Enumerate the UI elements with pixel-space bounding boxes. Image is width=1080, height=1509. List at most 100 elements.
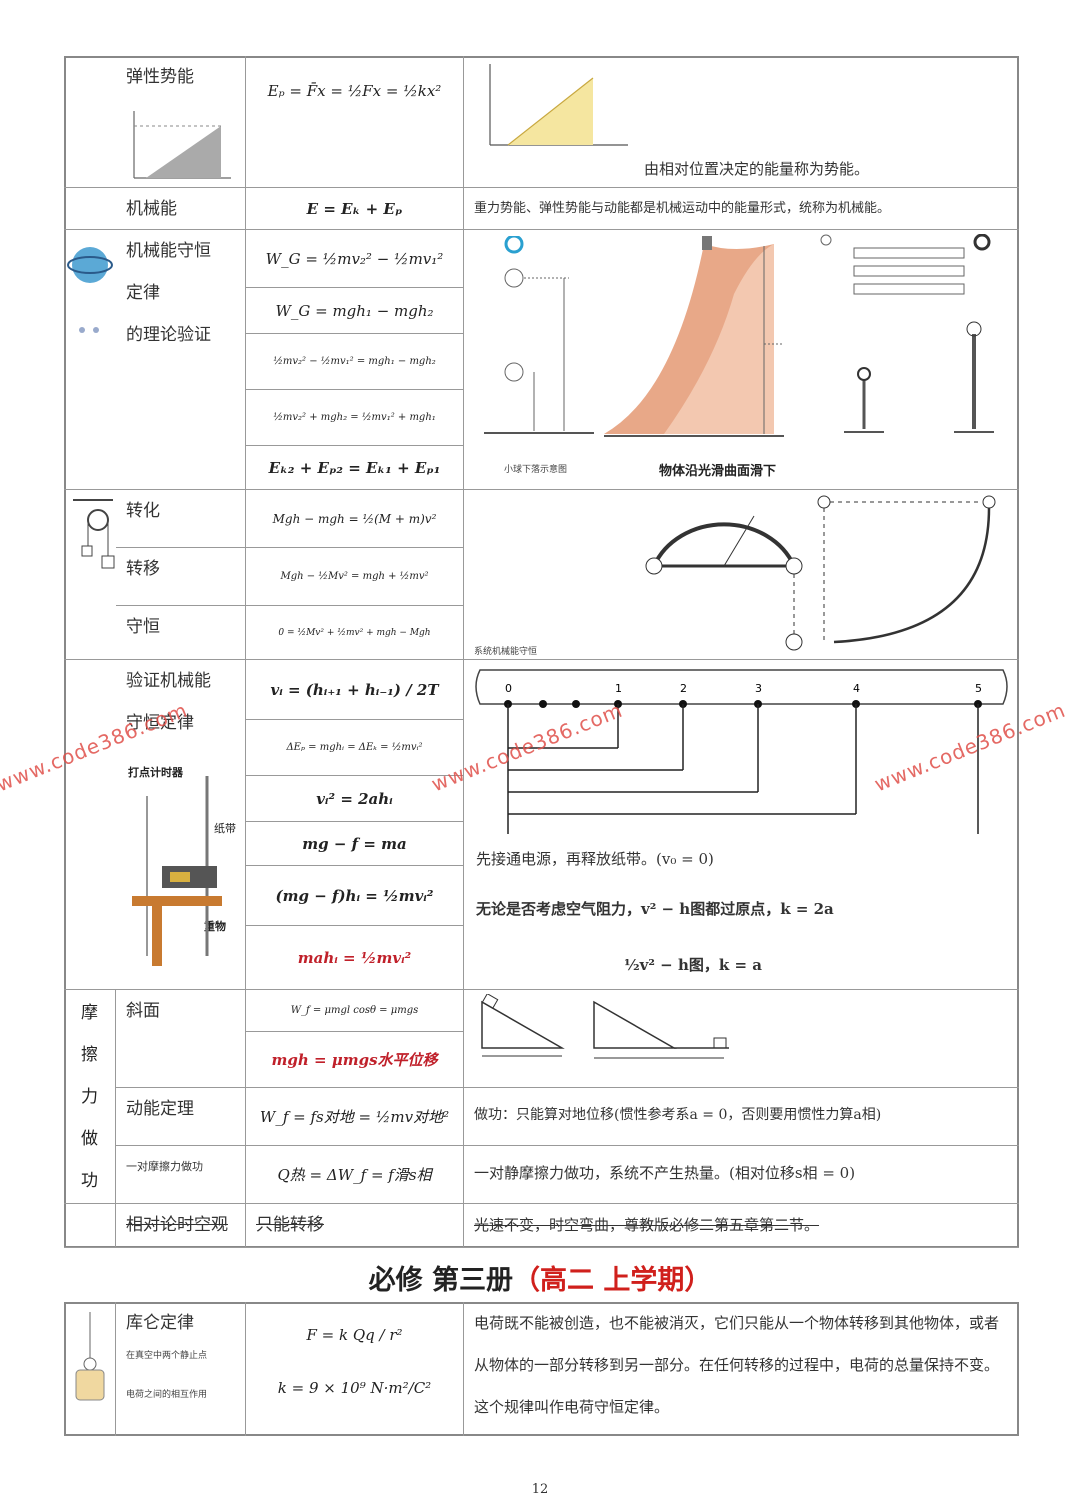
pendulum-figure — [820, 234, 994, 433]
coulomb-formula-1: F = k Qq / r² — [306, 1326, 403, 1344]
conservation-formula-cell: ½mv₂² − ½mv₁² = mgh₁ − mgh₂ — [246, 334, 464, 390]
kinetic-label-cell: 动能定理 — [116, 1088, 246, 1146]
coulomb-formula-2: k = 9 × 10⁹ N·m²/C² — [277, 1379, 432, 1397]
curved-slide-figure — [604, 236, 784, 437]
system-label-cell: 转移 — [116, 548, 246, 606]
globe-icon — [67, 247, 113, 333]
elastic-graph-icon — [133, 111, 231, 179]
system-label-2: 转移 — [126, 559, 160, 579]
relativity-formula: 只能转移 — [256, 1215, 324, 1235]
conservation-formula-3: ½mv₂² − ½mv₁² = mgh₁ − mgh₂ — [273, 356, 436, 367]
elastic-label: 弹性势能 — [126, 67, 194, 87]
incline-formula-cell: W_f = μmgl cosθ = μmgs — [246, 990, 464, 1032]
system-formula-cell: Mgh − mgh = ½(M + m)v² — [246, 490, 464, 548]
mech-desc-cell: 重力势能、弹性势能与动能都是机械运动中的能量形式，统称为机械能。 — [464, 188, 1019, 230]
mech-desc: 重力势能、弹性势能与动能都是机械运动中的能量形式，统称为机械能。 — [474, 201, 891, 216]
conservation-formula-cell: Eₖ₂ + Eₚ₂ = Eₖ₁ + Eₚ₁ — [246, 446, 464, 490]
verify-formula-cell: mg − f = ma — [246, 822, 464, 866]
friction-side-char: 做 — [81, 1129, 98, 1149]
verify-formula-1: vᵢ = (hᵢ₊₁ + hᵢ₋₁) / 2T — [270, 680, 439, 699]
system-label-cell: 守恒 — [116, 606, 246, 660]
tape-tick-label: 1 — [615, 682, 622, 695]
conservation-formula-5: Eₖ₂ + Eₚ₂ = Eₖ₁ + Eₚ₁ — [268, 458, 441, 477]
verify-formula-cell: ΔEₚ = mghᵢ = ΔEₖ = ½mvᵢ² — [246, 720, 464, 776]
verify-note-3: ½v² − h图，k = a — [624, 956, 762, 974]
tape-dot — [572, 700, 580, 708]
verify-note-1: 先接通电源，再释放纸带。(v₀ = 0) — [476, 850, 714, 868]
elastic-formula: Eₚ = F̄x = ½Fx = ½kx² — [267, 82, 442, 100]
system-caption: 系统机械能守恒 — [474, 647, 538, 657]
friction-side-label: 摩擦力做功 — [64, 990, 115, 1202]
icon-cell — [64, 1204, 116, 1248]
falling-ball-figure — [484, 236, 594, 434]
elastic-area-graph — [489, 64, 628, 146]
coulomb-label: 库仑定律 — [126, 1313, 194, 1333]
verify-label-cell: 验证机械能 守恒定律 打点计时器 纸带 重物 — [116, 660, 246, 990]
weight-label: 重物 — [204, 920, 226, 933]
pulley-icon — [73, 499, 115, 569]
elastic-label-cell: 弹性势能 — [116, 56, 246, 188]
system-formula-cell: Mgh − ½Mv² = mgh + ½mv² — [246, 548, 464, 606]
coulomb-table-frame — [64, 1302, 1019, 1436]
pair-desc-cell: 一对静摩擦力做功，系统不产生热量。(相对位移s相 = 0) — [464, 1146, 1019, 1204]
verify-label-2: 守恒定律 — [126, 713, 194, 733]
mech-formula-cell: E = Eₖ + Eₚ — [246, 188, 464, 230]
verify-formula-2: ΔEₚ = mghᵢ = ΔEₖ = ½mvᵢ² — [286, 742, 423, 753]
quarter-arc-figure — [817, 495, 996, 644]
tape-tick-label: 3 — [755, 682, 762, 695]
pair-formula: Q热 = ΔW_f = f滑s相 — [277, 1166, 432, 1184]
mech-label: 机械能 — [126, 199, 177, 219]
pair-label: 一对摩擦力做功 — [126, 1160, 203, 1173]
pair-label-cell: 一对摩擦力做功 — [116, 1146, 246, 1204]
tape-tick-label: 5 — [975, 682, 982, 695]
incline-figure-cell — [464, 990, 1019, 1088]
relativity-formula-cell: 只能转移 — [246, 1204, 464, 1248]
page-number: 12 — [531, 1482, 549, 1497]
friction-side-char: 擦 — [81, 1045, 98, 1065]
pair-formula-cell: Q热 = ΔW_f = f滑s相 — [246, 1146, 464, 1204]
relativity-desc-cell: 光速不变，时空弯曲，尊教版必修二第五章第二节。 — [464, 1204, 1019, 1248]
verify-formula-cell: (mg − f)hᵢ = ½mvᵢ² — [246, 866, 464, 926]
elastic-desc: 由相对位置决定的能量称为势能。 — [644, 160, 870, 178]
relativity-label-cell: 相对论时空观 — [116, 1204, 246, 1248]
conservation-formula-cell: W_G = ½mv₂² − ½mv₁² — [246, 230, 464, 288]
section-title: 必修 第三册（高二 上学期） — [0, 1258, 1080, 1297]
verify-formula-3: vᵢ² = 2ahᵢ — [316, 789, 393, 808]
slide-caption: 物体沿光滑曲面滑下 — [659, 464, 777, 479]
section-title-prefix: 必修 第三册 — [368, 1265, 513, 1296]
incline-formula-cell: mgh = μmgs水平位移 — [246, 1032, 464, 1088]
timer-apparatus-figure — [132, 776, 222, 966]
kinetic-formula-cell: W_f = fs对地 = ½mv对地² — [246, 1088, 464, 1146]
elastic-desc-cell: 由相对位置决定的能量称为势能。 — [464, 56, 1019, 188]
tape-outline — [475, 669, 1008, 705]
verify-formula-4: mg − f = ma — [302, 834, 407, 853]
relativity-desc: 光速不变，时空弯曲，尊教版必修二第五章第二节。 — [474, 1216, 820, 1234]
coulomb-sub-1: 在真空中两个静止点 — [126, 1351, 208, 1361]
conservation-formula-2: W_G = mgh₁ − mgh₂ — [275, 301, 434, 320]
pulley-icon-cell — [64, 490, 116, 660]
coulomb-desc: 电荷既不能被创造，也不能被消灭，它们只能从一个物体转移到其他物体，或者从物体的一… — [474, 1314, 1000, 1416]
coulomb-formula-cell: F = k Qq / r² k = 9 × 10⁹ N·m²/C² — [246, 1302, 464, 1436]
verify-formula-cell: mahᵢ = ½mvᵢ² — [246, 926, 464, 990]
conservation-label-3: 的理论验证 — [126, 325, 211, 345]
pair-desc: 一对静摩擦力做功，系统不产生热量。(相对位移s相 = 0) — [474, 1164, 856, 1182]
system-formula-3: 0 = ½Mv² + ½mv² + mgh − Mgh — [278, 627, 431, 638]
conservation-formula-cell: W_G = mgh₁ − mgh₂ — [246, 288, 464, 334]
mech-label-cell: 机械能 — [116, 188, 246, 230]
incline-formula-1: W_f = μmgl cosθ = μmgs — [290, 1005, 419, 1016]
system-label-3: 守恒 — [126, 617, 160, 637]
verify-formula-6: mahᵢ = ½mvᵢ² — [297, 948, 412, 967]
verify-formula-5: (mg − f)hᵢ = ½mvᵢ² — [275, 886, 434, 905]
mech-formula: E = Eₖ + Eₚ — [306, 199, 403, 218]
relativity-label: 相对论时空观 — [126, 1215, 228, 1235]
elastic-formula-cell: Eₚ = F̄x = ½Fx = ½kx² — [246, 56, 464, 188]
friction-side-cell: 摩擦力做功 — [64, 990, 116, 1204]
system-figure-cell: 系统机械能守恒 — [464, 490, 1019, 660]
icon-cell — [64, 660, 116, 990]
conservation-label-2: 定律 — [126, 283, 160, 303]
coulomb-desc-cell: 电荷既不能被创造，也不能被消灭，它们只能从一个物体转移到其他物体，或者从物体的一… — [464, 1302, 1019, 1436]
conservation-label-cell: 机械能守恒 定律 的理论验证 — [116, 230, 246, 490]
tape-dot — [539, 700, 547, 708]
